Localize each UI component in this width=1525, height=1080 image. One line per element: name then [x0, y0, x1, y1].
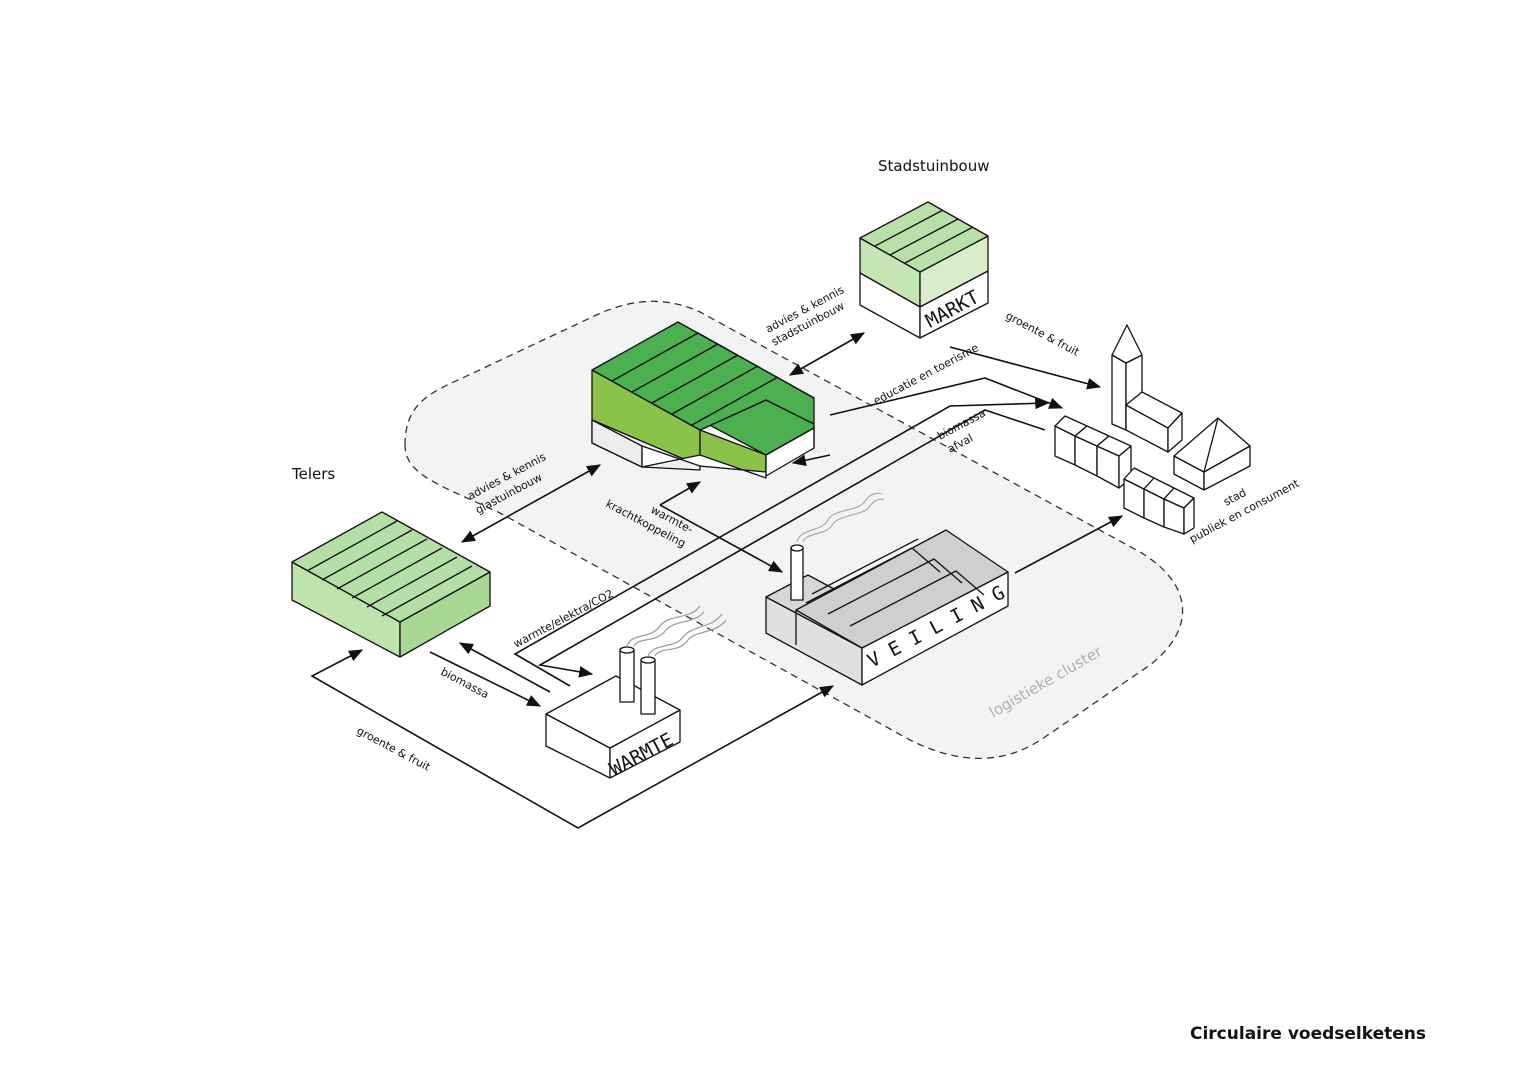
label-groente-fruit-telers: groente & fruit	[355, 724, 433, 774]
flow-veiling-stad	[1014, 515, 1124, 574]
flow-groente-fruit-telers	[310, 649, 835, 829]
flow-groente-fruit-markt	[949, 346, 1102, 390]
label-educatie: educatie en toerisme	[871, 341, 981, 408]
flow-wkk-veiling	[659, 504, 784, 573]
flow-advies-glastuinbouw	[460, 464, 602, 543]
label-warmte-elektra: warmte/elektra/CO2	[511, 587, 615, 651]
stad-city	[1054, 324, 1251, 535]
label-groente-fruit-markt: groente & fruit	[1004, 309, 1082, 359]
telers-greenhouse	[291, 511, 491, 658]
telers-label: Telers	[291, 465, 335, 483]
stadstuinbouw-label: Stadstuinbouw	[878, 157, 989, 175]
diagram-title: Circulaire voedselketens	[1190, 1024, 1426, 1044]
main-greenhouse	[591, 321, 815, 479]
markt-building: MARKT	[859, 201, 989, 339]
logistics-cluster-zone	[404, 300, 1184, 759]
flow-wkk-kas	[659, 481, 702, 506]
flow-advies-stadstuinbouw	[788, 332, 866, 376]
warmte-building: WARMTE	[545, 605, 727, 780]
flow-glas-up	[791, 454, 831, 466]
label-biomassa: biomassa	[439, 665, 491, 701]
